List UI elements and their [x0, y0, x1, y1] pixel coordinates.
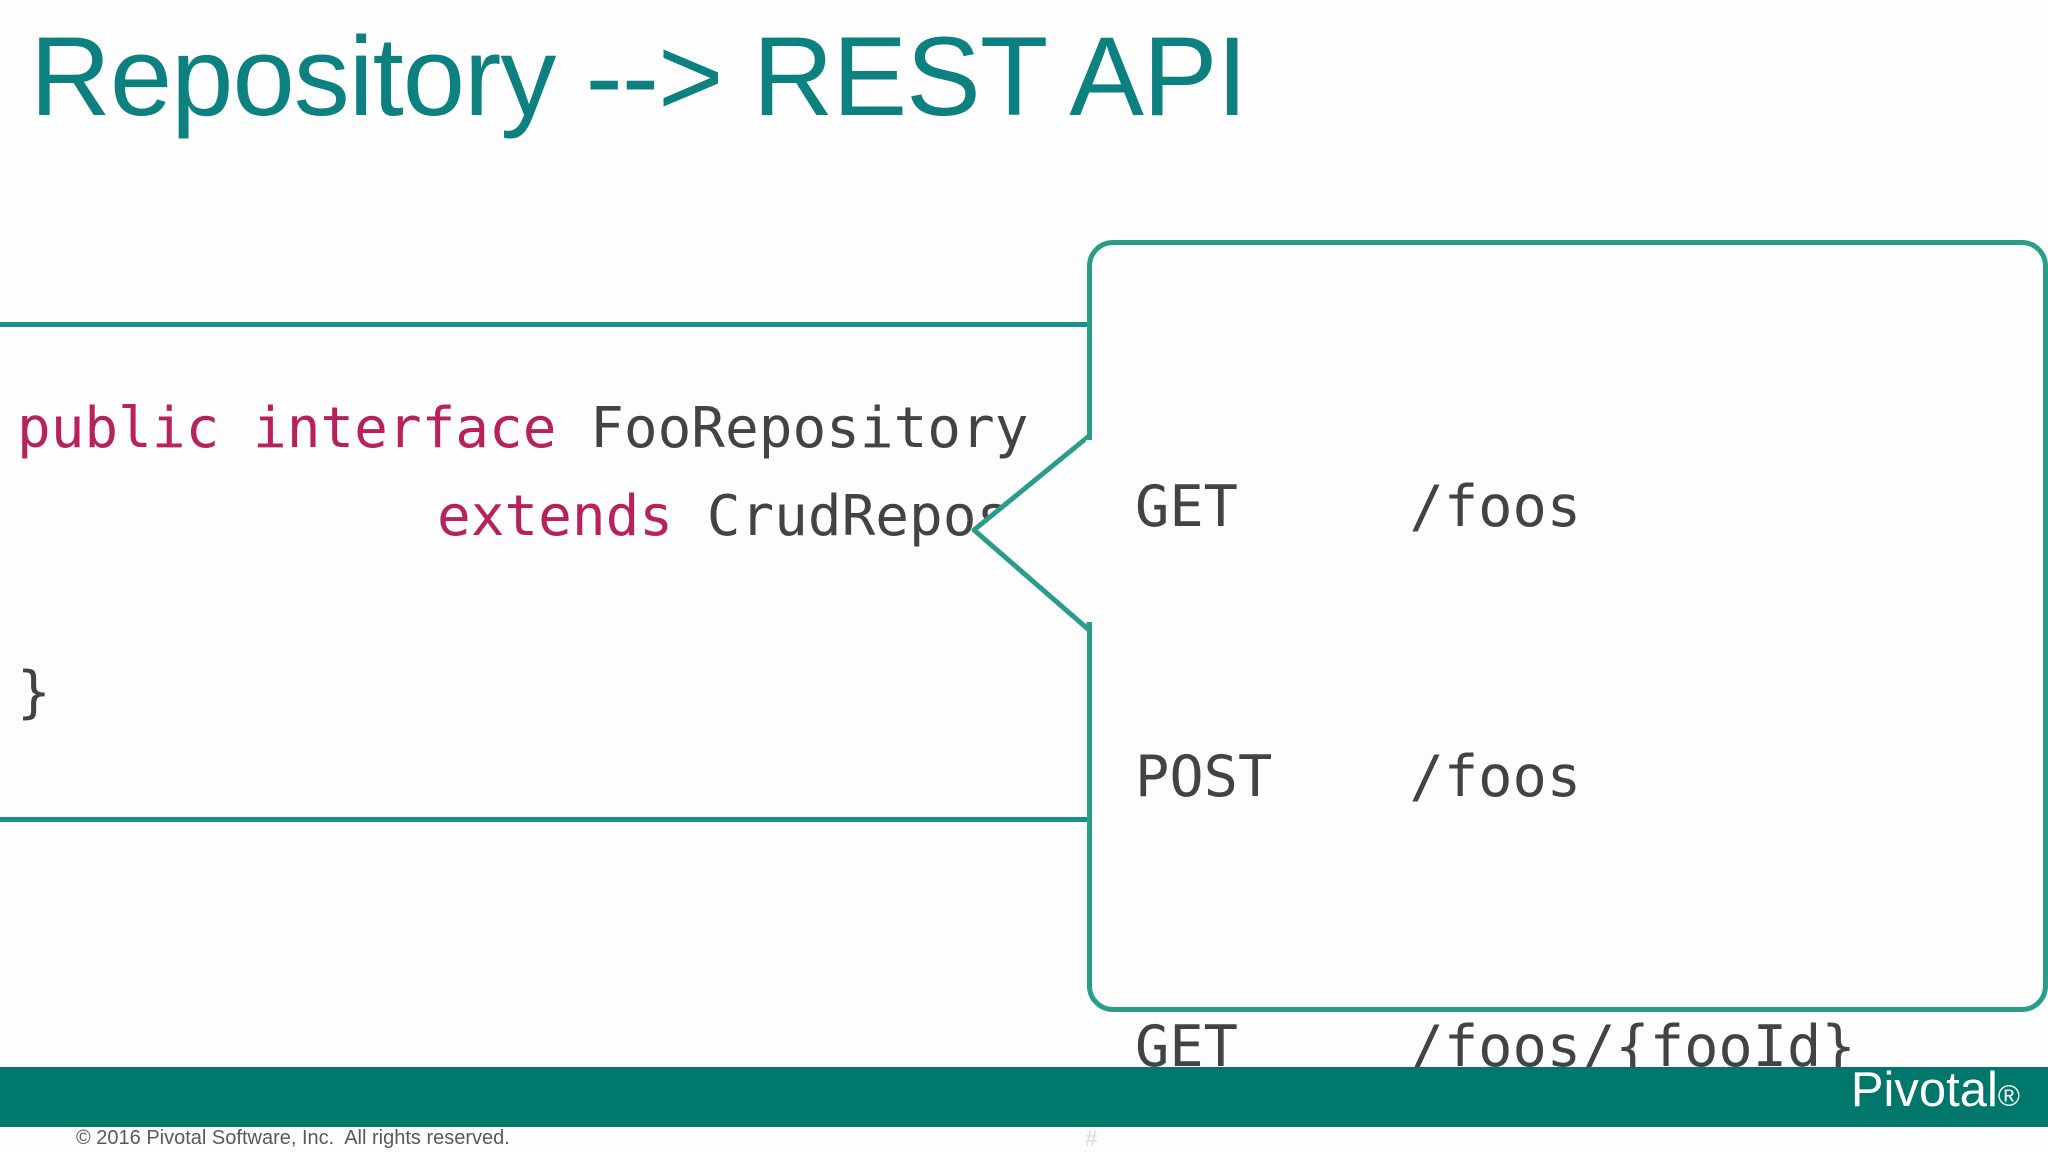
code-keyword-public-interface: public interface [17, 396, 557, 461]
callout-endpoint-list: GET /foos POST /foos GET /foos/{fooId} P… [1135, 282, 2015, 1152]
footer-bar [0, 1067, 2048, 1127]
rest-endpoints-callout: GET /foos POST /foos GET /foos/{fooId} P… [971, 240, 2048, 1080]
code-text: public interface FooRepository extends C… [17, 385, 1179, 737]
page-title: Repository --> REST API [30, 14, 1248, 139]
registered-trademark-icon: ® [1997, 1080, 2020, 1113]
endpoint-row: POST /foos [1135, 744, 1582, 810]
callout-tail-icon [971, 433, 1093, 633]
code-identifier-foorepository: FooRepository [556, 396, 1029, 461]
pivotal-logo: Pivotal® [1851, 1063, 2020, 1124]
endpoint-row: GET /foos [1135, 474, 1582, 540]
page-number: # [1085, 1126, 1098, 1151]
code-keyword-extends: extends [437, 484, 674, 549]
callout-box [1087, 240, 2048, 1012]
pivotal-logo-text: Pivotal [1850, 1063, 1998, 1117]
copyright-text: © 2016 Pivotal Software, Inc. All rights… [76, 1127, 510, 1149]
code-closing-brace: } [17, 660, 51, 725]
